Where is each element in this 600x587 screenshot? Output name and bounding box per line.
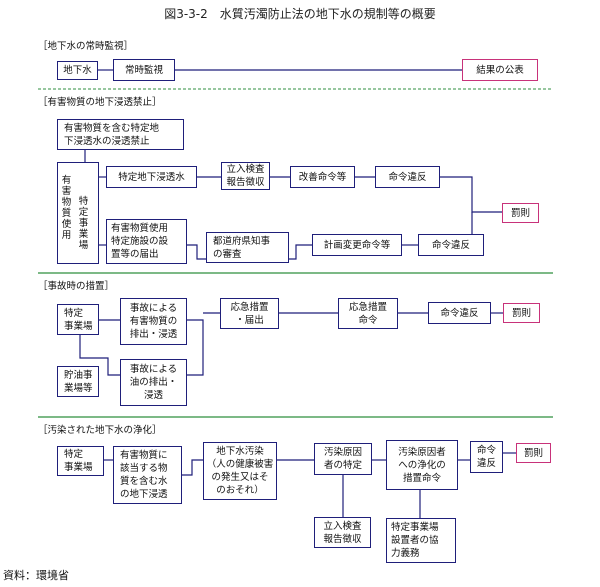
infiltration-box: 特定地下浸透水 [106, 166, 197, 188]
prohibition-box: 有害物質を含む特定地 下浸透水の浸透禁止 [57, 119, 184, 150]
section-heading-cleanup: ［汚染された地下水の浄化］ [38, 425, 162, 436]
improvement-order-box: 改善命令等 [290, 166, 355, 188]
vertical-label-specified-site: 特 定 事 業 場 [78, 196, 89, 251]
penalty-box-4: 罰則 [516, 443, 551, 463]
plan-change-order-box: 計画変更命令等 [312, 234, 402, 256]
facility-notice-box: 有害物質使用 特定施設の設 置等の届出 [106, 219, 187, 264]
seepage-box: 有害物質に 該当する物 質を含む水 の地下浸透 [113, 446, 182, 504]
connectors [79, 69, 516, 518]
violation-box-1: 命令違反 [375, 166, 440, 188]
hazardous-site-box [57, 162, 99, 264]
specified-site-box-3: 特定 事業場 [57, 304, 99, 335]
penalty-box-3: 罰則 [503, 303, 540, 323]
vertical-label-hazardous-use: 有 害 物 質 使 用 [61, 175, 72, 241]
specified-site-box-4: 特定 事業場 [57, 446, 104, 476]
penalty-box-2: 罰則 [502, 203, 539, 223]
emergency-order-box: 応急措置 命令 [338, 298, 398, 329]
section-heading-monitoring: ［地下水の常時監視］ [38, 41, 134, 52]
accident-oil-box: 事故による 油の排出・ 浸透 [120, 359, 187, 406]
publication-box: 結果の公表 [462, 59, 538, 81]
violation-box-3: 命令違反 [428, 302, 491, 324]
source-note: 資料：環境省 [3, 569, 69, 582]
identify-box: 汚染原因 者の特定 [314, 443, 372, 475]
figure-title: 図3-3-2 水質汚濁防止法の地下水の規制等の概要 [164, 7, 436, 21]
cleanup-order-box: 汚染原因者 への浄化の 措置命令 [386, 440, 458, 490]
pollution-box: 地下水汚染 （人の健康被害 の発生又はそ のおそれ） [203, 442, 277, 500]
groundwater-box: 地下水 [57, 61, 98, 80]
monitoring-box: 常時監視 [113, 59, 175, 81]
inspection-box: 立入検査 報告徴収 [221, 162, 270, 190]
installer-duty-box: 特定事業場 設置者の協 力義務 [386, 518, 456, 563]
oil-storage-box: 貯油事 業場等 [57, 366, 99, 397]
governor-review-box: 都道府県知事 の審査 [206, 232, 289, 263]
inspection-box-4: 立入検査 報告徴収 [314, 517, 371, 548]
emergency-notice-box: 応急措置 ・届出 [220, 298, 279, 329]
violation-box-4: 命令 違反 [470, 441, 503, 473]
section-heading-accident: ［事故時の措置］ [38, 281, 115, 292]
section-heading-infiltration: ［有害物質の地下浸透禁止］ [38, 97, 162, 108]
accident-hazardous-box: 事故による 有害物質の 排出・浸透 [120, 298, 187, 345]
violation-box-2: 命令違反 [418, 234, 484, 256]
